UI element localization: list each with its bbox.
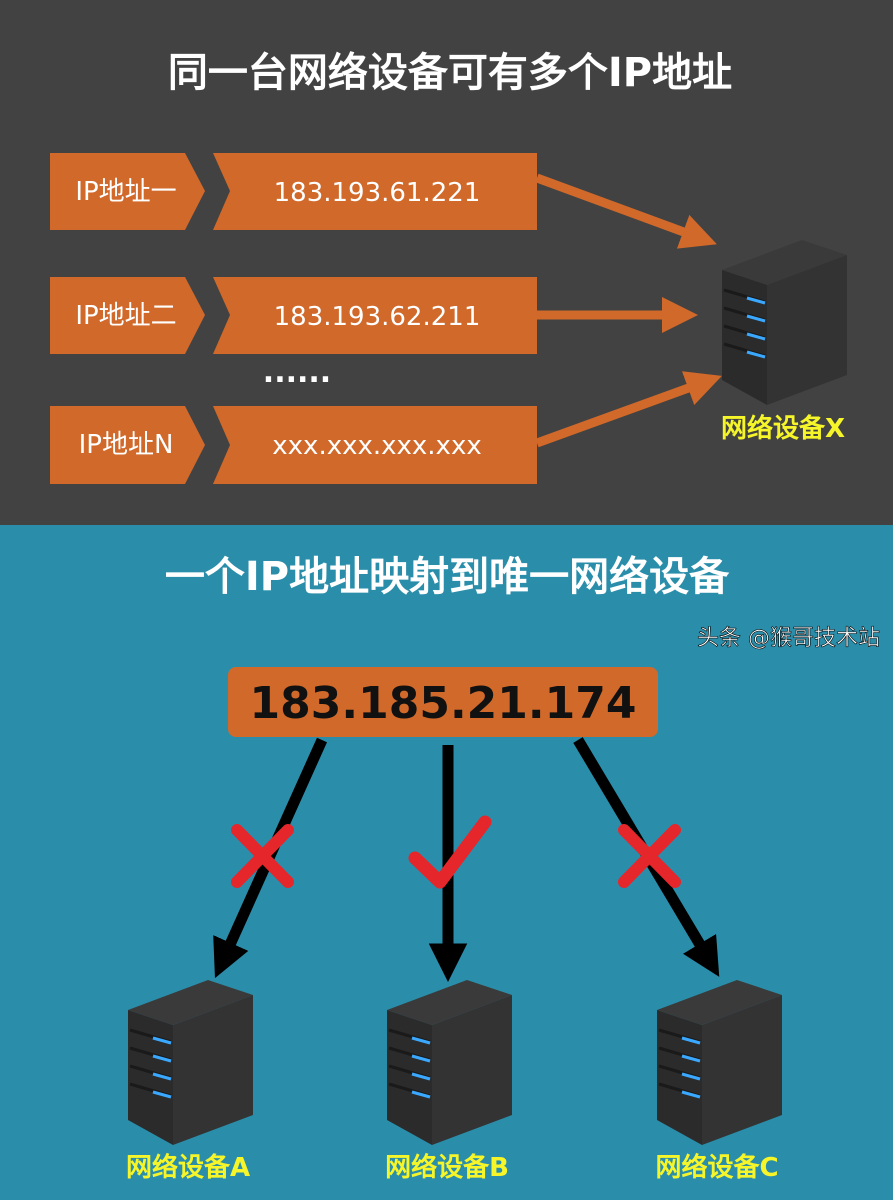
server-icon xyxy=(720,238,849,407)
cross-icon xyxy=(231,824,294,888)
ip-value-main: 183.185.21.174 xyxy=(250,678,637,729)
ip-row-1: IP地址一 183.193.61.221 xyxy=(50,153,537,230)
ip-box xyxy=(213,277,537,354)
cross-icon xyxy=(618,824,681,888)
ip-tag-label: IP地址二 xyxy=(75,301,176,331)
check-icon xyxy=(408,815,492,889)
ip-value: xxx.xxx.xxx.xxx xyxy=(272,431,481,461)
ip-row-n: IP地址N xxx.xxx.xxx.xxx xyxy=(50,406,537,484)
ellipsis: ...... xyxy=(263,355,331,390)
device-c-label: 网络设备C xyxy=(655,1152,778,1183)
ip-row-2: IP地址二 183.193.62.211 xyxy=(50,277,537,354)
device-a-label: 网络设备A xyxy=(126,1152,250,1183)
device-x-label: 网络设备X xyxy=(721,413,845,444)
ip-value: 183.193.62.211 xyxy=(274,302,481,332)
top-title: 同一台网络设备可有多个IP地址 xyxy=(168,50,732,96)
ip-tag xyxy=(50,153,205,230)
ip-box xyxy=(213,406,537,484)
arrow-right-icon xyxy=(535,371,722,448)
ip-tag xyxy=(50,277,205,354)
ip-tag xyxy=(50,406,205,484)
watermark: 头条 @猴哥技术站 xyxy=(697,626,880,651)
ip-box-main xyxy=(228,667,658,737)
ip-value: 183.193.61.221 xyxy=(274,178,481,208)
server-icon xyxy=(385,978,514,1147)
ip-tag-label: IP地址一 xyxy=(75,177,176,207)
top-arrows xyxy=(535,173,722,448)
device-b-label: 网络设备B xyxy=(385,1152,509,1183)
bottom-title: 一个IP地址映射到唯一网络设备 xyxy=(165,554,730,600)
server-icon xyxy=(126,978,255,1147)
ip-tag-label: IP地址N xyxy=(79,430,174,460)
ip-box xyxy=(213,153,537,230)
arrow-right-icon xyxy=(535,173,717,249)
server-icon xyxy=(655,978,784,1147)
